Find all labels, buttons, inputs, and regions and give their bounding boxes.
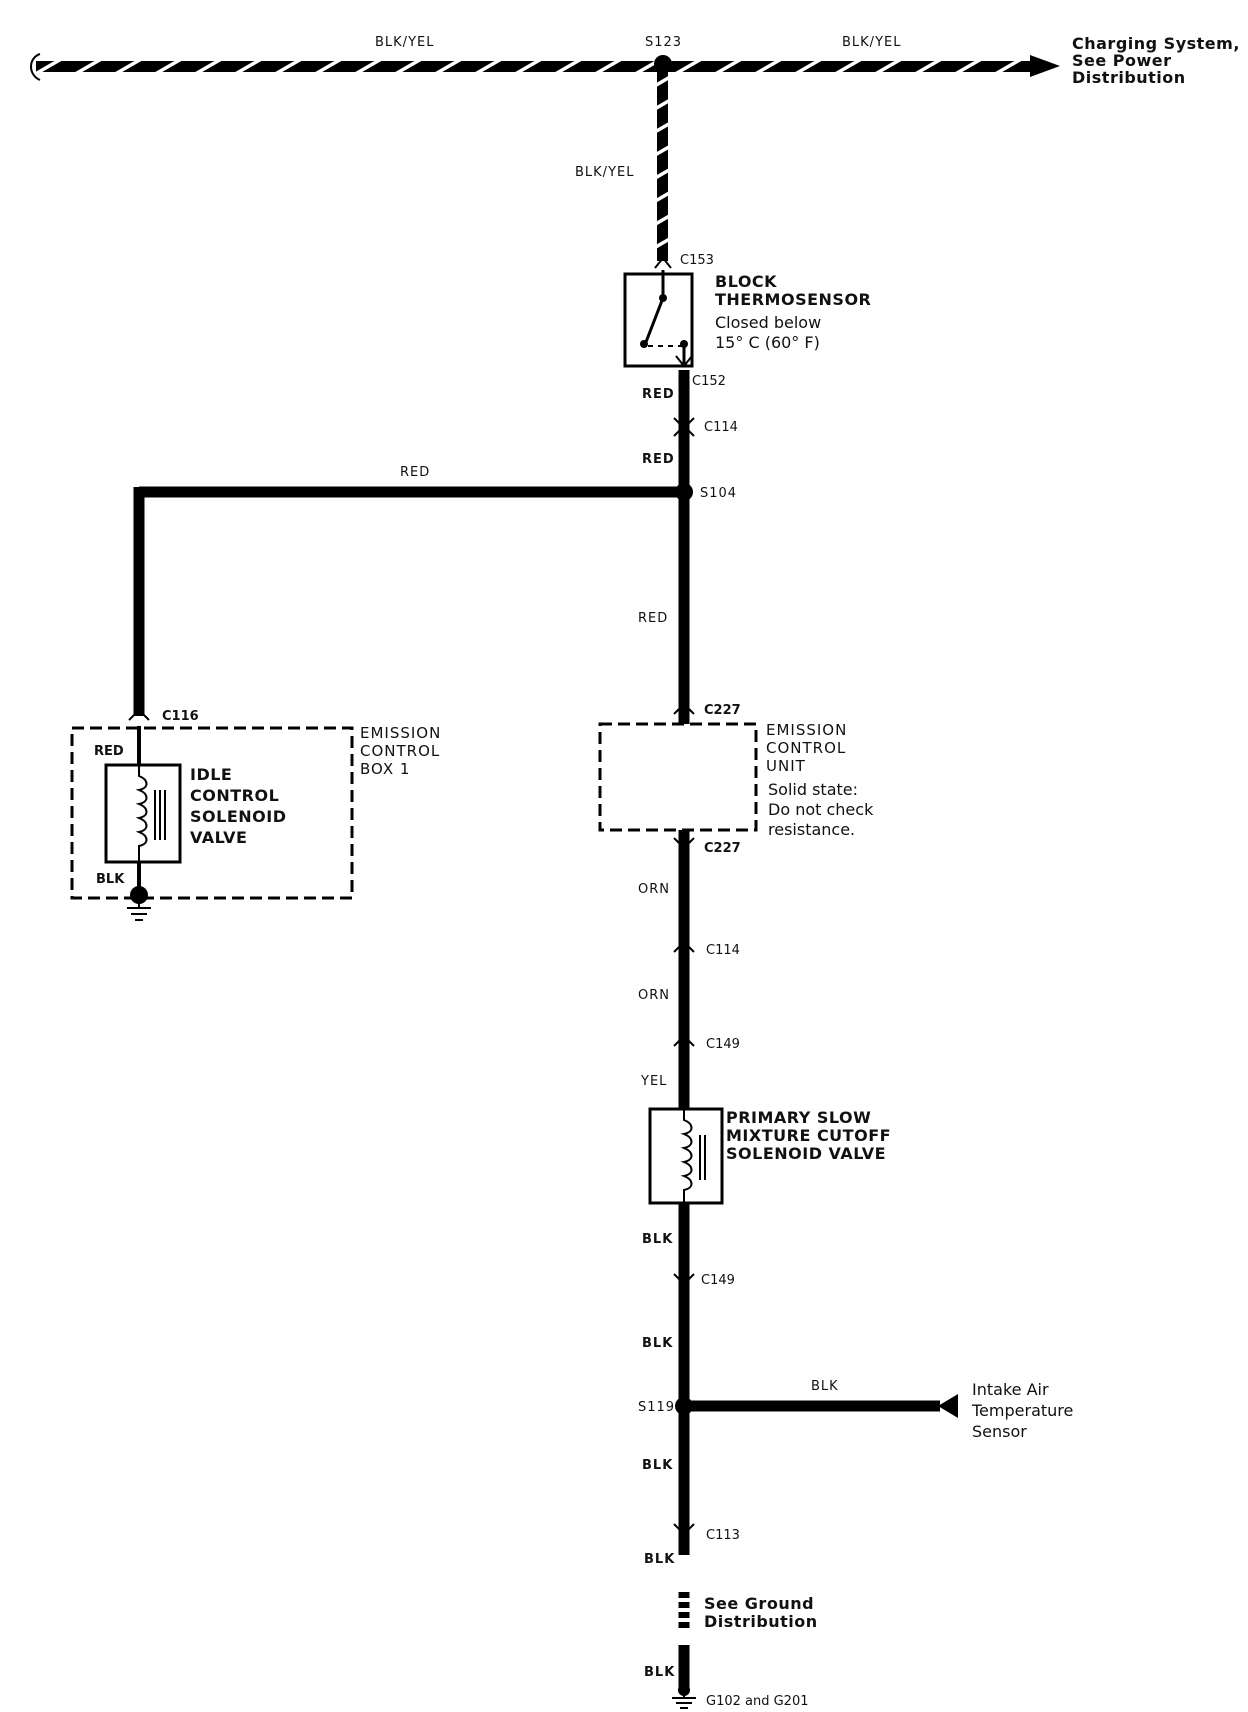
- wire-label-blk-idle: BLK: [96, 872, 125, 887]
- emission-control-unit-box: [598, 722, 758, 832]
- idle-valve-title-line1: IDLE: [190, 765, 232, 784]
- idle-valve-title-line3: SOLENOID: [190, 807, 286, 826]
- ground-ref-line1: See Ground: [704, 1594, 814, 1613]
- connector-c114-top: [673, 417, 695, 437]
- idle-valve-ground-symbol: [127, 895, 151, 921]
- connector-c227-in-mark: [673, 702, 695, 715]
- wire-label-blk-4: BLK: [644, 1552, 675, 1567]
- wire-label-blk-1: BLK: [642, 1232, 673, 1247]
- wire-label-yel: YEL: [640, 1074, 667, 1089]
- ground-label: G102 and G201: [706, 1694, 809, 1709]
- splice-label-s104: S104: [700, 486, 737, 501]
- ground-ref-line2: Distribution: [704, 1612, 818, 1631]
- emission-box-title-line2: CONTROL: [360, 742, 440, 760]
- idle-control-solenoid-valve-box: [104, 763, 182, 864]
- primary-valve-title-line3: SOLENOID VALVE: [726, 1144, 886, 1163]
- connector-label-c152: C152: [692, 374, 726, 389]
- thermosensor-title-line2: THERMOSENSOR: [715, 290, 871, 309]
- idle-valve-title-line2: CONTROL: [190, 786, 279, 805]
- charging-ref-line1: Charging System,: [1072, 34, 1240, 53]
- wire-label-blk-3: BLK: [642, 1458, 673, 1473]
- connector-label-c153: C153: [680, 253, 714, 268]
- connector-c227-out-mark: [673, 837, 695, 850]
- thermosensor-title-line1: BLOCK: [715, 272, 777, 291]
- wire-label-orn-2: ORN: [638, 988, 670, 1003]
- connector-c116-mark: [128, 708, 150, 721]
- splice-s119: [675, 1397, 693, 1415]
- ecu-note-line3: resistance.: [768, 820, 855, 839]
- ecu-title-line2: CONTROL: [766, 739, 846, 757]
- emission-box-title-line1: EMISSION: [360, 724, 441, 742]
- connector-label-c149-top: C149: [706, 1037, 740, 1052]
- primary-valve-coil-symbol: [680, 1109, 706, 1203]
- connector-c113-mark: [673, 1523, 695, 1536]
- intake-ref-line1: Intake Air: [972, 1380, 1049, 1399]
- wire-label-red-1: RED: [642, 387, 675, 402]
- thermosensor-note-line1: Closed below: [715, 313, 821, 332]
- wire-label-top-left: BLK/YEL: [375, 35, 434, 50]
- connector-label-c113: C113: [706, 1528, 740, 1543]
- charging-arrow: [1030, 55, 1060, 77]
- wire-label-vertical-top: BLK/YEL: [575, 165, 634, 180]
- primary-slow-solenoid-valve-box: [648, 1107, 724, 1205]
- wire-label-blk-5: BLK: [644, 1665, 675, 1680]
- main-ground-symbol: [672, 1690, 696, 1709]
- wire-label-red-idle: RED: [94, 744, 124, 759]
- wire-label-red-horizontal: RED: [400, 465, 430, 480]
- wire-label-blk-2: BLK: [642, 1336, 673, 1351]
- connector-label-c227-out: C227: [704, 841, 741, 856]
- wire-label-red-3: RED: [638, 611, 668, 626]
- ecu-note-line1: Solid state:: [768, 780, 858, 799]
- idle-valve-title-line4: VALVE: [190, 828, 247, 847]
- connector-c153-mark: [654, 256, 672, 269]
- wire-label-orn-1: ORN: [638, 882, 670, 897]
- thermosensor-switch-symbol: [640, 270, 693, 368]
- intake-sensor-arrow: [938, 1394, 958, 1418]
- intake-ref-line2: Temperature: [971, 1401, 1073, 1420]
- connector-label-c227-in: C227: [704, 703, 741, 718]
- top-blk-yel-wire: [30, 53, 1060, 81]
- thermosensor-note-line2: 15° C (60° F): [715, 333, 820, 352]
- splice-s104: [675, 483, 693, 501]
- connector-label-c116: C116: [162, 709, 199, 724]
- connector-c114-bottom: [673, 940, 695, 953]
- charging-ref-line3: Distribution: [1072, 68, 1186, 87]
- block-thermosensor-box: [623, 272, 694, 368]
- ecu-title-line1: EMISSION: [766, 721, 847, 739]
- connector-label-c114-bottom: C114: [706, 943, 740, 958]
- wire-label-red-2: RED: [642, 452, 675, 467]
- primary-valve-title-line2: MIXTURE CUTOFF: [726, 1126, 891, 1145]
- ecu-title-line3: UNIT: [766, 757, 806, 775]
- emission-box-title-line3: BOX 1: [360, 760, 410, 778]
- idle-valve-coil-symbol: [135, 765, 166, 862]
- connector-c149-bottom-mark: [673, 1273, 695, 1286]
- primary-valve-title-line1: PRIMARY SLOW: [726, 1108, 871, 1127]
- splice-label-s119: S119: [638, 1400, 675, 1415]
- connector-label-c149-bottom: C149: [701, 1273, 735, 1288]
- emission-control-box-1: [70, 726, 354, 900]
- ecu-note-line2: Do not check: [768, 800, 874, 819]
- ecu-fill: [600, 724, 756, 830]
- intake-ref-line3: Sensor: [972, 1422, 1027, 1441]
- wire-label-top-right: BLK/YEL: [842, 35, 901, 50]
- charging-ref-line2: See Power: [1072, 51, 1172, 70]
- splice-label-s123: S123: [645, 35, 682, 50]
- vertical-blk-yel-wire: [657, 64, 668, 261]
- connector-c149-top-mark: [673, 1034, 695, 1047]
- wire-label-blk-sensor: BLK: [811, 1379, 839, 1394]
- connector-label-c114-top: C114: [704, 420, 738, 435]
